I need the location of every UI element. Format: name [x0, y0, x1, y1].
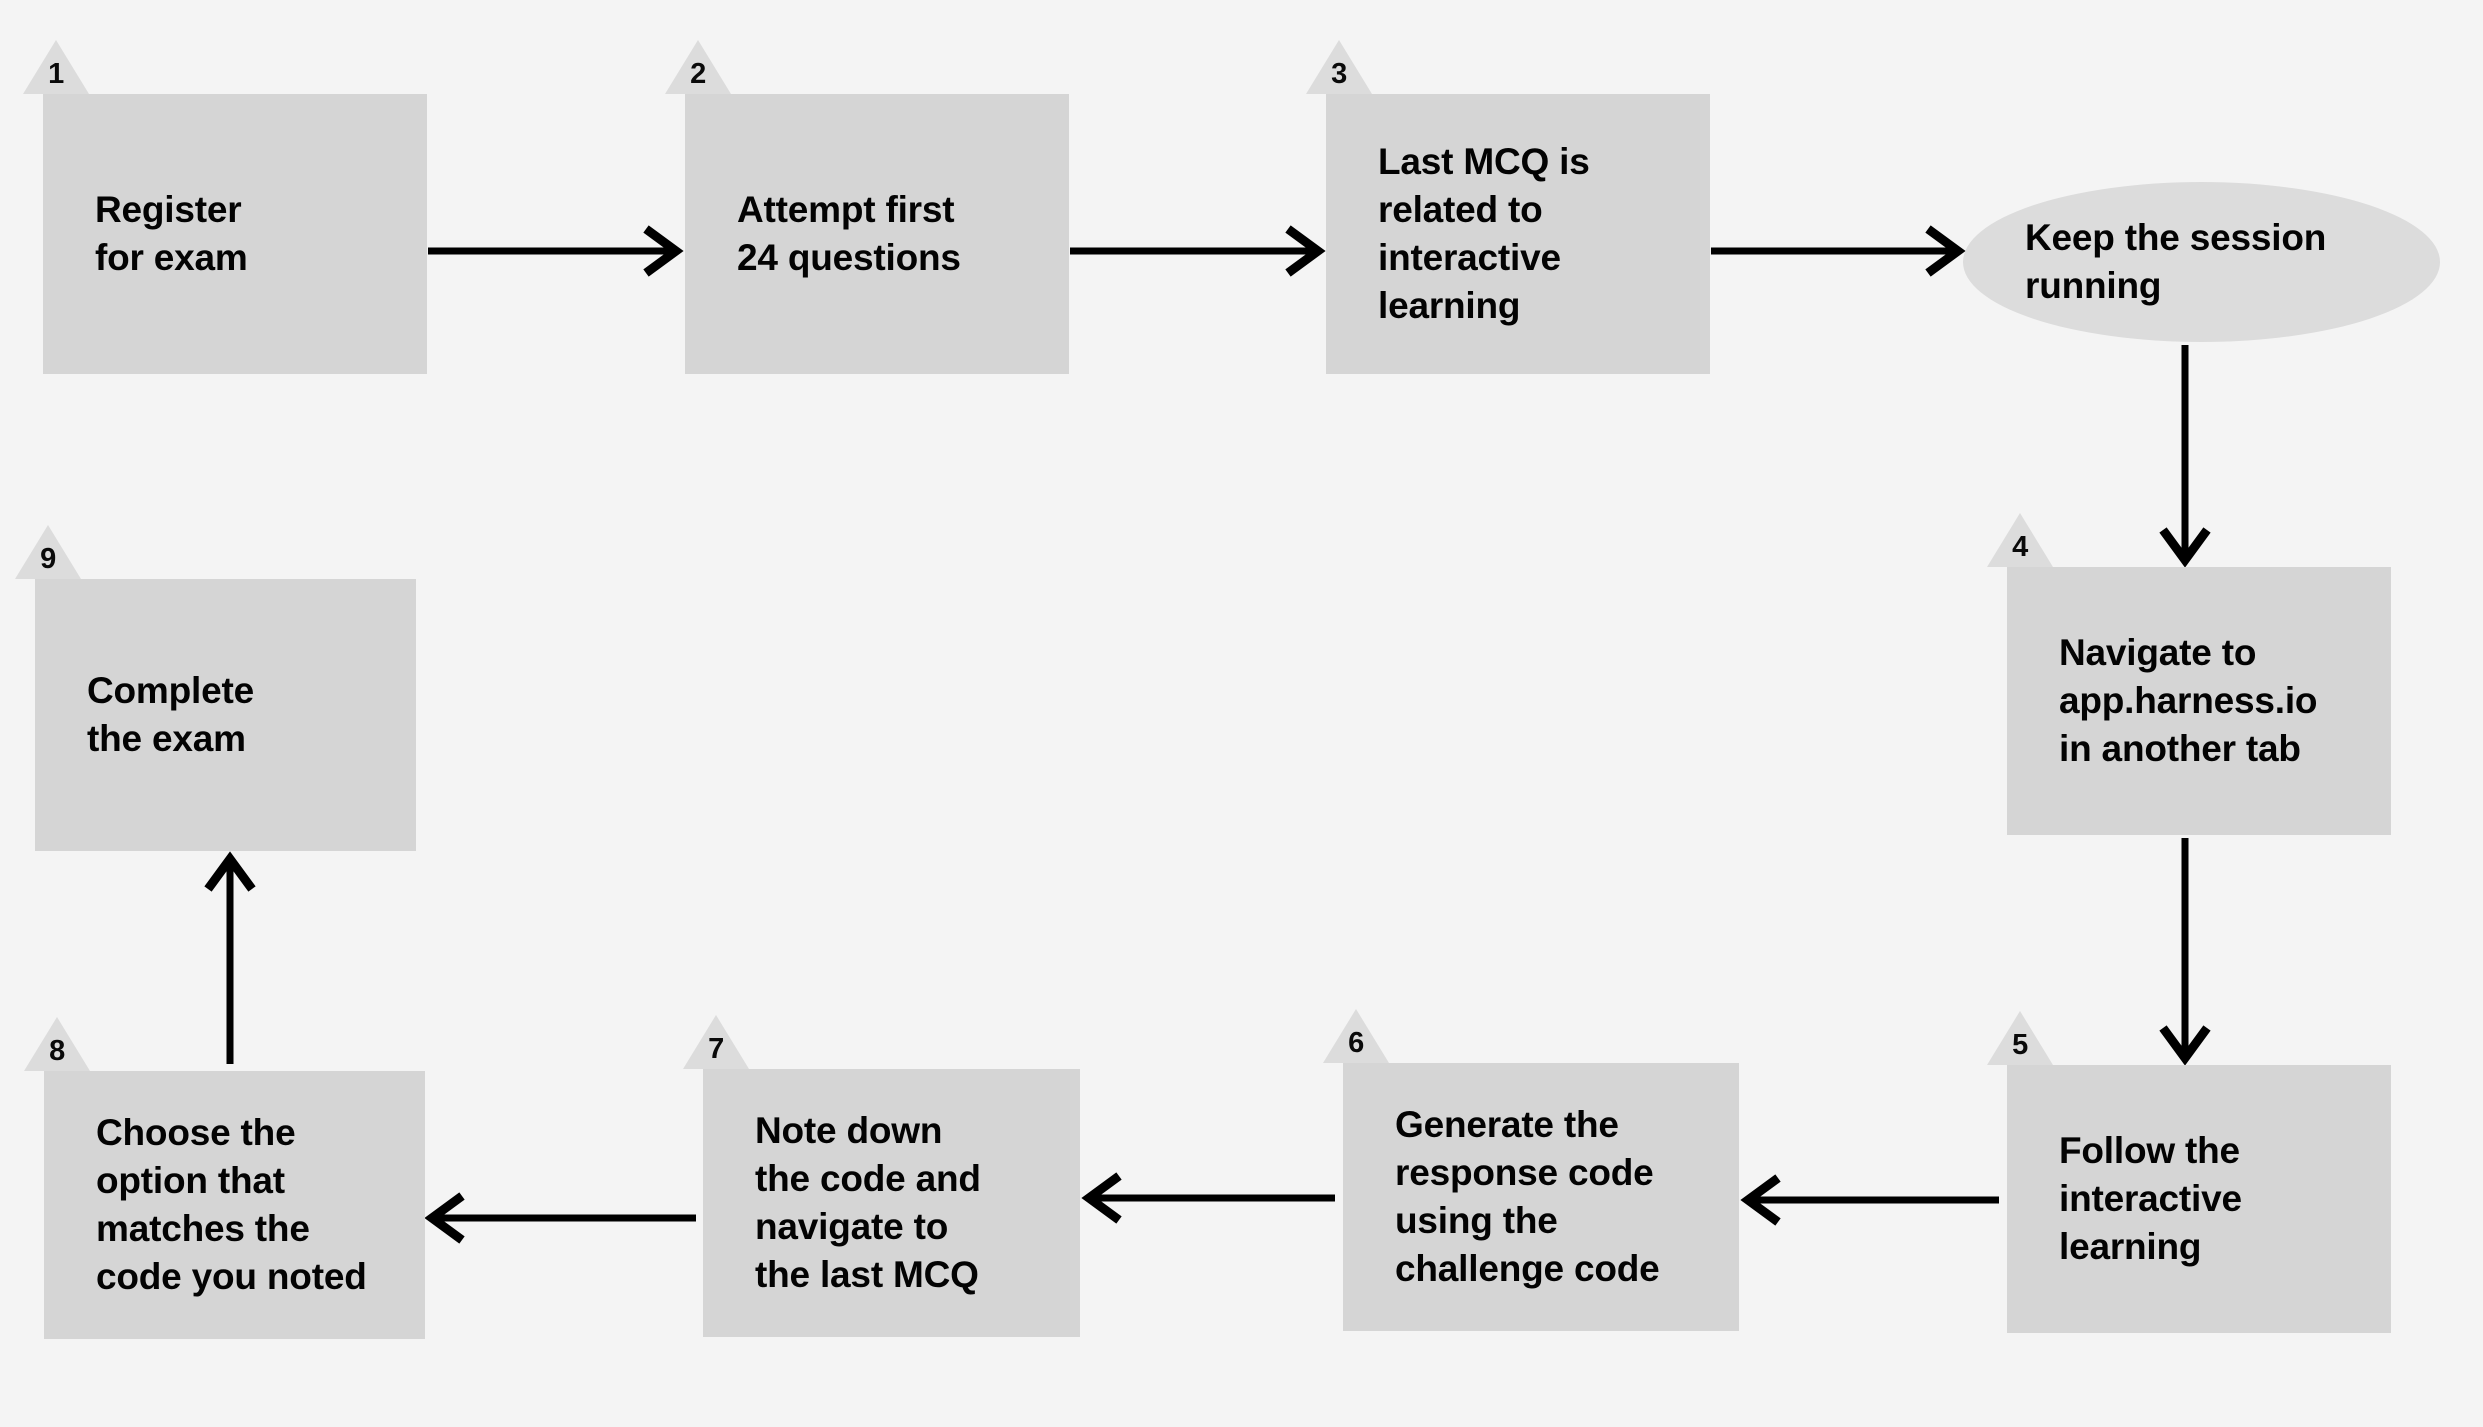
- triangle-icon: [1323, 1009, 1389, 1063]
- triangle-icon: [23, 40, 89, 94]
- arrowhead-icon: [1081, 1172, 1122, 1224]
- flow-node-step-4[interactable]: Navigate to app.harness.io in another ta…: [2007, 567, 2391, 835]
- flow-node-label: Note down the code and navigate to the l…: [755, 1109, 981, 1296]
- flow-node-step-1[interactable]: Register for exam: [43, 94, 427, 374]
- step-number-badge-3: 3: [1306, 40, 1372, 94]
- flow-node-label: Follow the interactive learning: [2059, 1129, 2242, 1268]
- flow-edge-n5-to-n6: [2159, 838, 2211, 1066]
- step-number-badge-5: 5: [1987, 1011, 2053, 1065]
- step-number-badge-8: 8: [24, 1017, 90, 1071]
- flow-edge-n3-to-n4: [1711, 225, 1966, 277]
- triangle-icon: [665, 40, 731, 94]
- triangle-icon: [1987, 513, 2053, 567]
- flow-node-label: Generate the response code using the cha…: [1395, 1103, 1660, 1290]
- step-number-text: 4: [2012, 531, 2028, 563]
- flow-edge-n6-to-n7: [1740, 1174, 1999, 1226]
- step-number-text: 1: [48, 58, 64, 90]
- flow-node-label: Navigate to app.harness.io in another ta…: [2059, 631, 2318, 770]
- step-number-badge-9: 9: [15, 525, 81, 579]
- flow-node-step-5[interactable]: Follow the interactive learning: [2007, 1065, 2391, 1333]
- step-number-text: 3: [1331, 58, 1347, 90]
- arrowhead-icon: [1925, 225, 1966, 277]
- flow-edge-n8-to-n9: [424, 1192, 696, 1244]
- step-number-badge-2: 2: [665, 40, 731, 94]
- flow-node-label: Keep the session running: [2025, 216, 2327, 306]
- flow-node-step-9[interactable]: Complete the exam: [35, 579, 416, 851]
- flow-node-label: Register for exam: [95, 188, 248, 278]
- step-number-text: 9: [40, 543, 56, 575]
- arrowhead-icon: [204, 851, 256, 892]
- flow-node-step-6[interactable]: Generate the response code using the cha…: [1343, 1063, 1739, 1331]
- flow-node-n4[interactable]: Keep the session running: [1963, 182, 2440, 342]
- arrowhead-icon: [1285, 225, 1326, 277]
- step-number-badge-1: 1: [23, 40, 89, 94]
- flow-edge-n2-to-n3: [1070, 225, 1326, 277]
- step-number-badge-4: 4: [1987, 513, 2053, 567]
- flow-node-label: Attempt first 24 questions: [737, 188, 961, 278]
- step-number-badge-7: 7: [683, 1015, 749, 1069]
- flow-node-step-2[interactable]: Attempt first 24 questions: [685, 94, 1069, 374]
- step-number-text: 8: [49, 1035, 65, 1067]
- step-number-text: 7: [708, 1033, 724, 1065]
- triangle-icon: [15, 525, 81, 579]
- triangle-icon: [1306, 40, 1372, 94]
- triangle-icon: [683, 1015, 749, 1069]
- arrowhead-icon: [2159, 1025, 2211, 1066]
- step-number-text: 2: [690, 58, 706, 90]
- step-number-text: 5: [2012, 1029, 2028, 1061]
- arrowhead-icon: [2159, 527, 2211, 568]
- flow-node-step-8[interactable]: Choose the option that matches the code …: [44, 1071, 425, 1339]
- flow-node-label: Choose the option that matches the code …: [96, 1111, 367, 1298]
- step-number-text: 6: [1348, 1027, 1364, 1059]
- flow-node-label: Complete the exam: [87, 669, 254, 759]
- flow-edge-n4-to-n5: [2159, 345, 2211, 568]
- flow-node-label: Last MCQ is related to interactive learn…: [1378, 140, 1590, 327]
- triangle-icon: [1987, 1011, 2053, 1065]
- arrowhead-icon: [424, 1192, 465, 1244]
- arrowhead-icon: [643, 225, 684, 277]
- flow-edge-n7-to-n8: [1081, 1172, 1335, 1224]
- flow-edge-n1-to-n2: [428, 225, 684, 277]
- flow-node-step-7[interactable]: Note down the code and navigate to the l…: [703, 1069, 1080, 1337]
- flow-edge-n9-to-n10: [204, 851, 256, 1064]
- flow-node-step-3[interactable]: Last MCQ is related to interactive learn…: [1326, 94, 1710, 374]
- step-number-badge-6: 6: [1323, 1009, 1389, 1063]
- triangle-icon: [24, 1017, 90, 1071]
- arrowhead-icon: [1740, 1174, 1781, 1226]
